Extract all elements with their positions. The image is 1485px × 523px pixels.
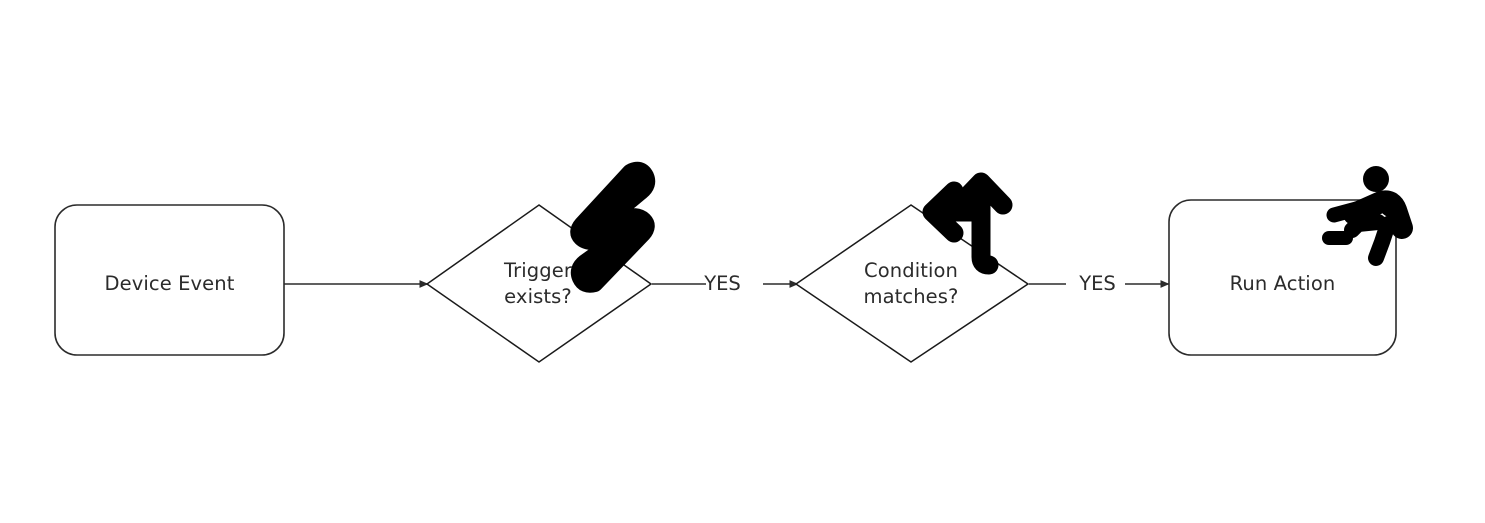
- node-shape-rounded-rectangle[interactable]: [54, 204, 285, 356]
- node-device-event[interactable]: [54, 204, 285, 356]
- node-condition-matches[interactable]: [794, 204, 1030, 363]
- lightning-bolt-icon: [570, 161, 656, 293]
- runner-leg-back: [1344, 214, 1386, 238]
- runner-leg-front: [1368, 216, 1396, 266]
- running-person-icon: [1322, 166, 1413, 266]
- arrowhead-left: [922, 181, 964, 243]
- lightning-bolt-glyph: [570, 161, 656, 293]
- node-shape-diamond[interactable]: [794, 204, 1030, 363]
- branch-stem-vertical: [971, 174, 999, 275]
- runner-arm-back: [1326, 200, 1368, 223]
- branch-arrow-icon: [922, 172, 1013, 275]
- runner-arm-front: [1381, 202, 1409, 225]
- arrowhead-up: [949, 172, 1013, 215]
- runner-head: [1363, 166, 1389, 192]
